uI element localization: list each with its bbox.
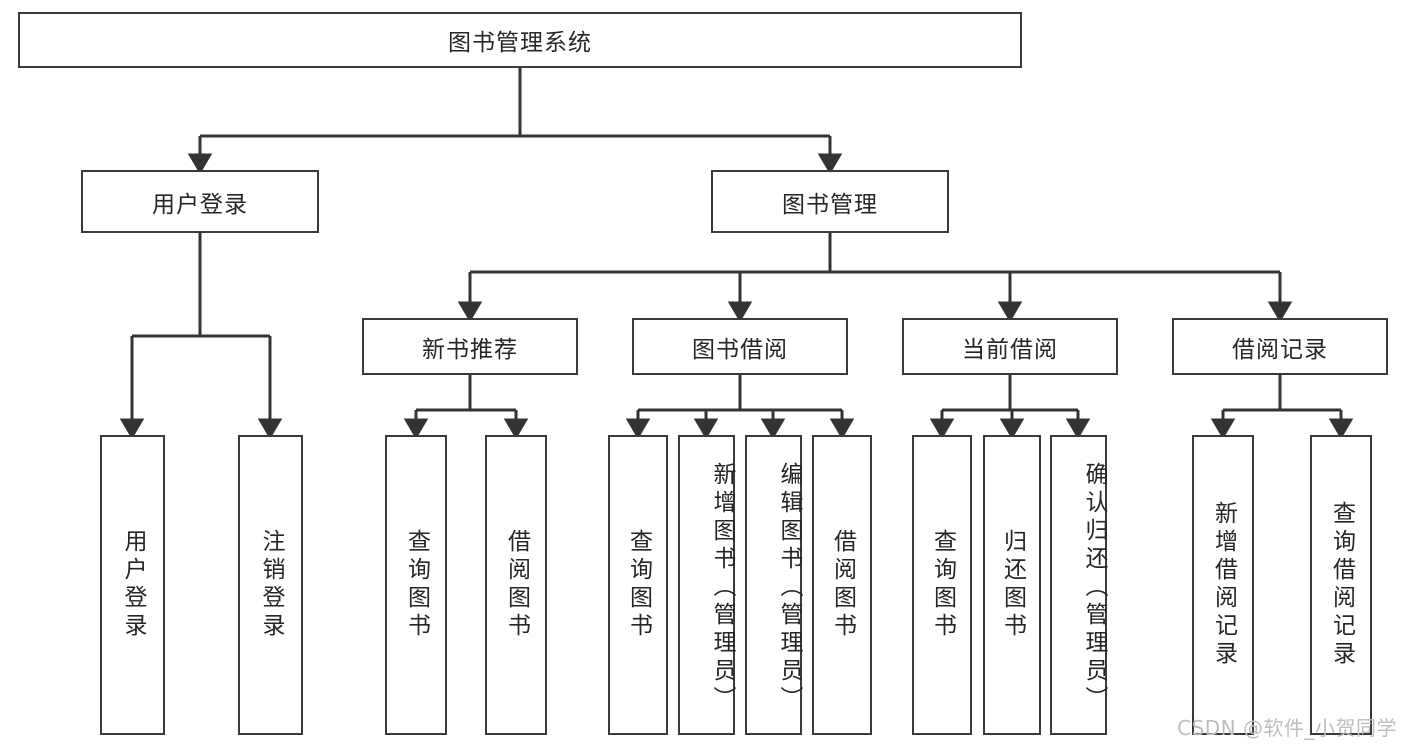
node-leaf-query-record[interactable]: 查询借阅记录 xyxy=(1310,435,1372,735)
node-leaf-edit-book[interactable]: 编辑图书（管理员） xyxy=(745,435,802,735)
node-current-borrow[interactable]: 当前借阅 xyxy=(902,318,1118,375)
node-label: 用户登录 xyxy=(120,529,146,641)
node-label: 当前借阅 xyxy=(962,336,1058,363)
node-leaf-borrow-book-2[interactable]: 借阅图书 xyxy=(812,435,872,735)
node-leaf-return-book[interactable]: 归还图书 xyxy=(983,435,1041,735)
node-label: 借阅图书 xyxy=(503,529,530,641)
node-book-manage[interactable]: 图书管理 xyxy=(711,170,949,233)
node-user-login[interactable]: 用户登录 xyxy=(81,170,319,233)
node-borrow-record[interactable]: 借阅记录 xyxy=(1172,318,1388,375)
node-label: 图书管理系统 xyxy=(448,30,592,56)
node-label: 用户登录 xyxy=(152,191,248,218)
node-label: 新增图书（管理员） xyxy=(709,462,735,714)
node-root[interactable]: 图书管理系统 xyxy=(18,12,1022,68)
node-label: 查询图书 xyxy=(403,529,430,641)
node-label: 归还图书 xyxy=(999,529,1026,641)
node-label: 图书管理 xyxy=(782,191,878,218)
node-label: 注销登录 xyxy=(258,529,284,641)
node-leaf-add-record[interactable]: 新增借阅记录 xyxy=(1192,435,1254,735)
node-leaf-query-book-1[interactable]: 查询图书 xyxy=(385,435,447,735)
node-label: 借阅图书 xyxy=(829,529,856,641)
node-leaf-user-logout[interactable]: 注销登录 xyxy=(238,435,303,735)
node-label: 编辑图书（管理员） xyxy=(776,462,802,714)
node-leaf-query-book-2[interactable]: 查询图书 xyxy=(608,435,668,735)
watermark-text: CSDN @软件_小贺同学 xyxy=(1177,716,1397,740)
node-label: 借阅记录 xyxy=(1232,336,1328,363)
node-label: 确认归还（管理员） xyxy=(1081,462,1107,714)
node-label: 图书借阅 xyxy=(692,336,788,363)
node-label: 新增借阅记录 xyxy=(1210,501,1237,669)
node-leaf-confirm-return[interactable]: 确认归还（管理员） xyxy=(1050,435,1107,735)
node-leaf-user-login[interactable]: 用户登录 xyxy=(100,435,165,735)
node-leaf-query-book-3[interactable]: 查询图书 xyxy=(912,435,972,735)
node-label: 新书推荐 xyxy=(422,336,518,363)
node-leaf-add-book[interactable]: 新增图书（管理员） xyxy=(678,435,735,735)
node-leaf-borrow-book-1[interactable]: 借阅图书 xyxy=(485,435,547,735)
node-label: 查询图书 xyxy=(625,529,652,641)
node-label: 查询借阅记录 xyxy=(1328,501,1355,669)
node-book-borrow[interactable]: 图书借阅 xyxy=(632,318,848,375)
node-new-book-rec[interactable]: 新书推荐 xyxy=(362,318,578,375)
node-label: 查询图书 xyxy=(929,529,956,641)
